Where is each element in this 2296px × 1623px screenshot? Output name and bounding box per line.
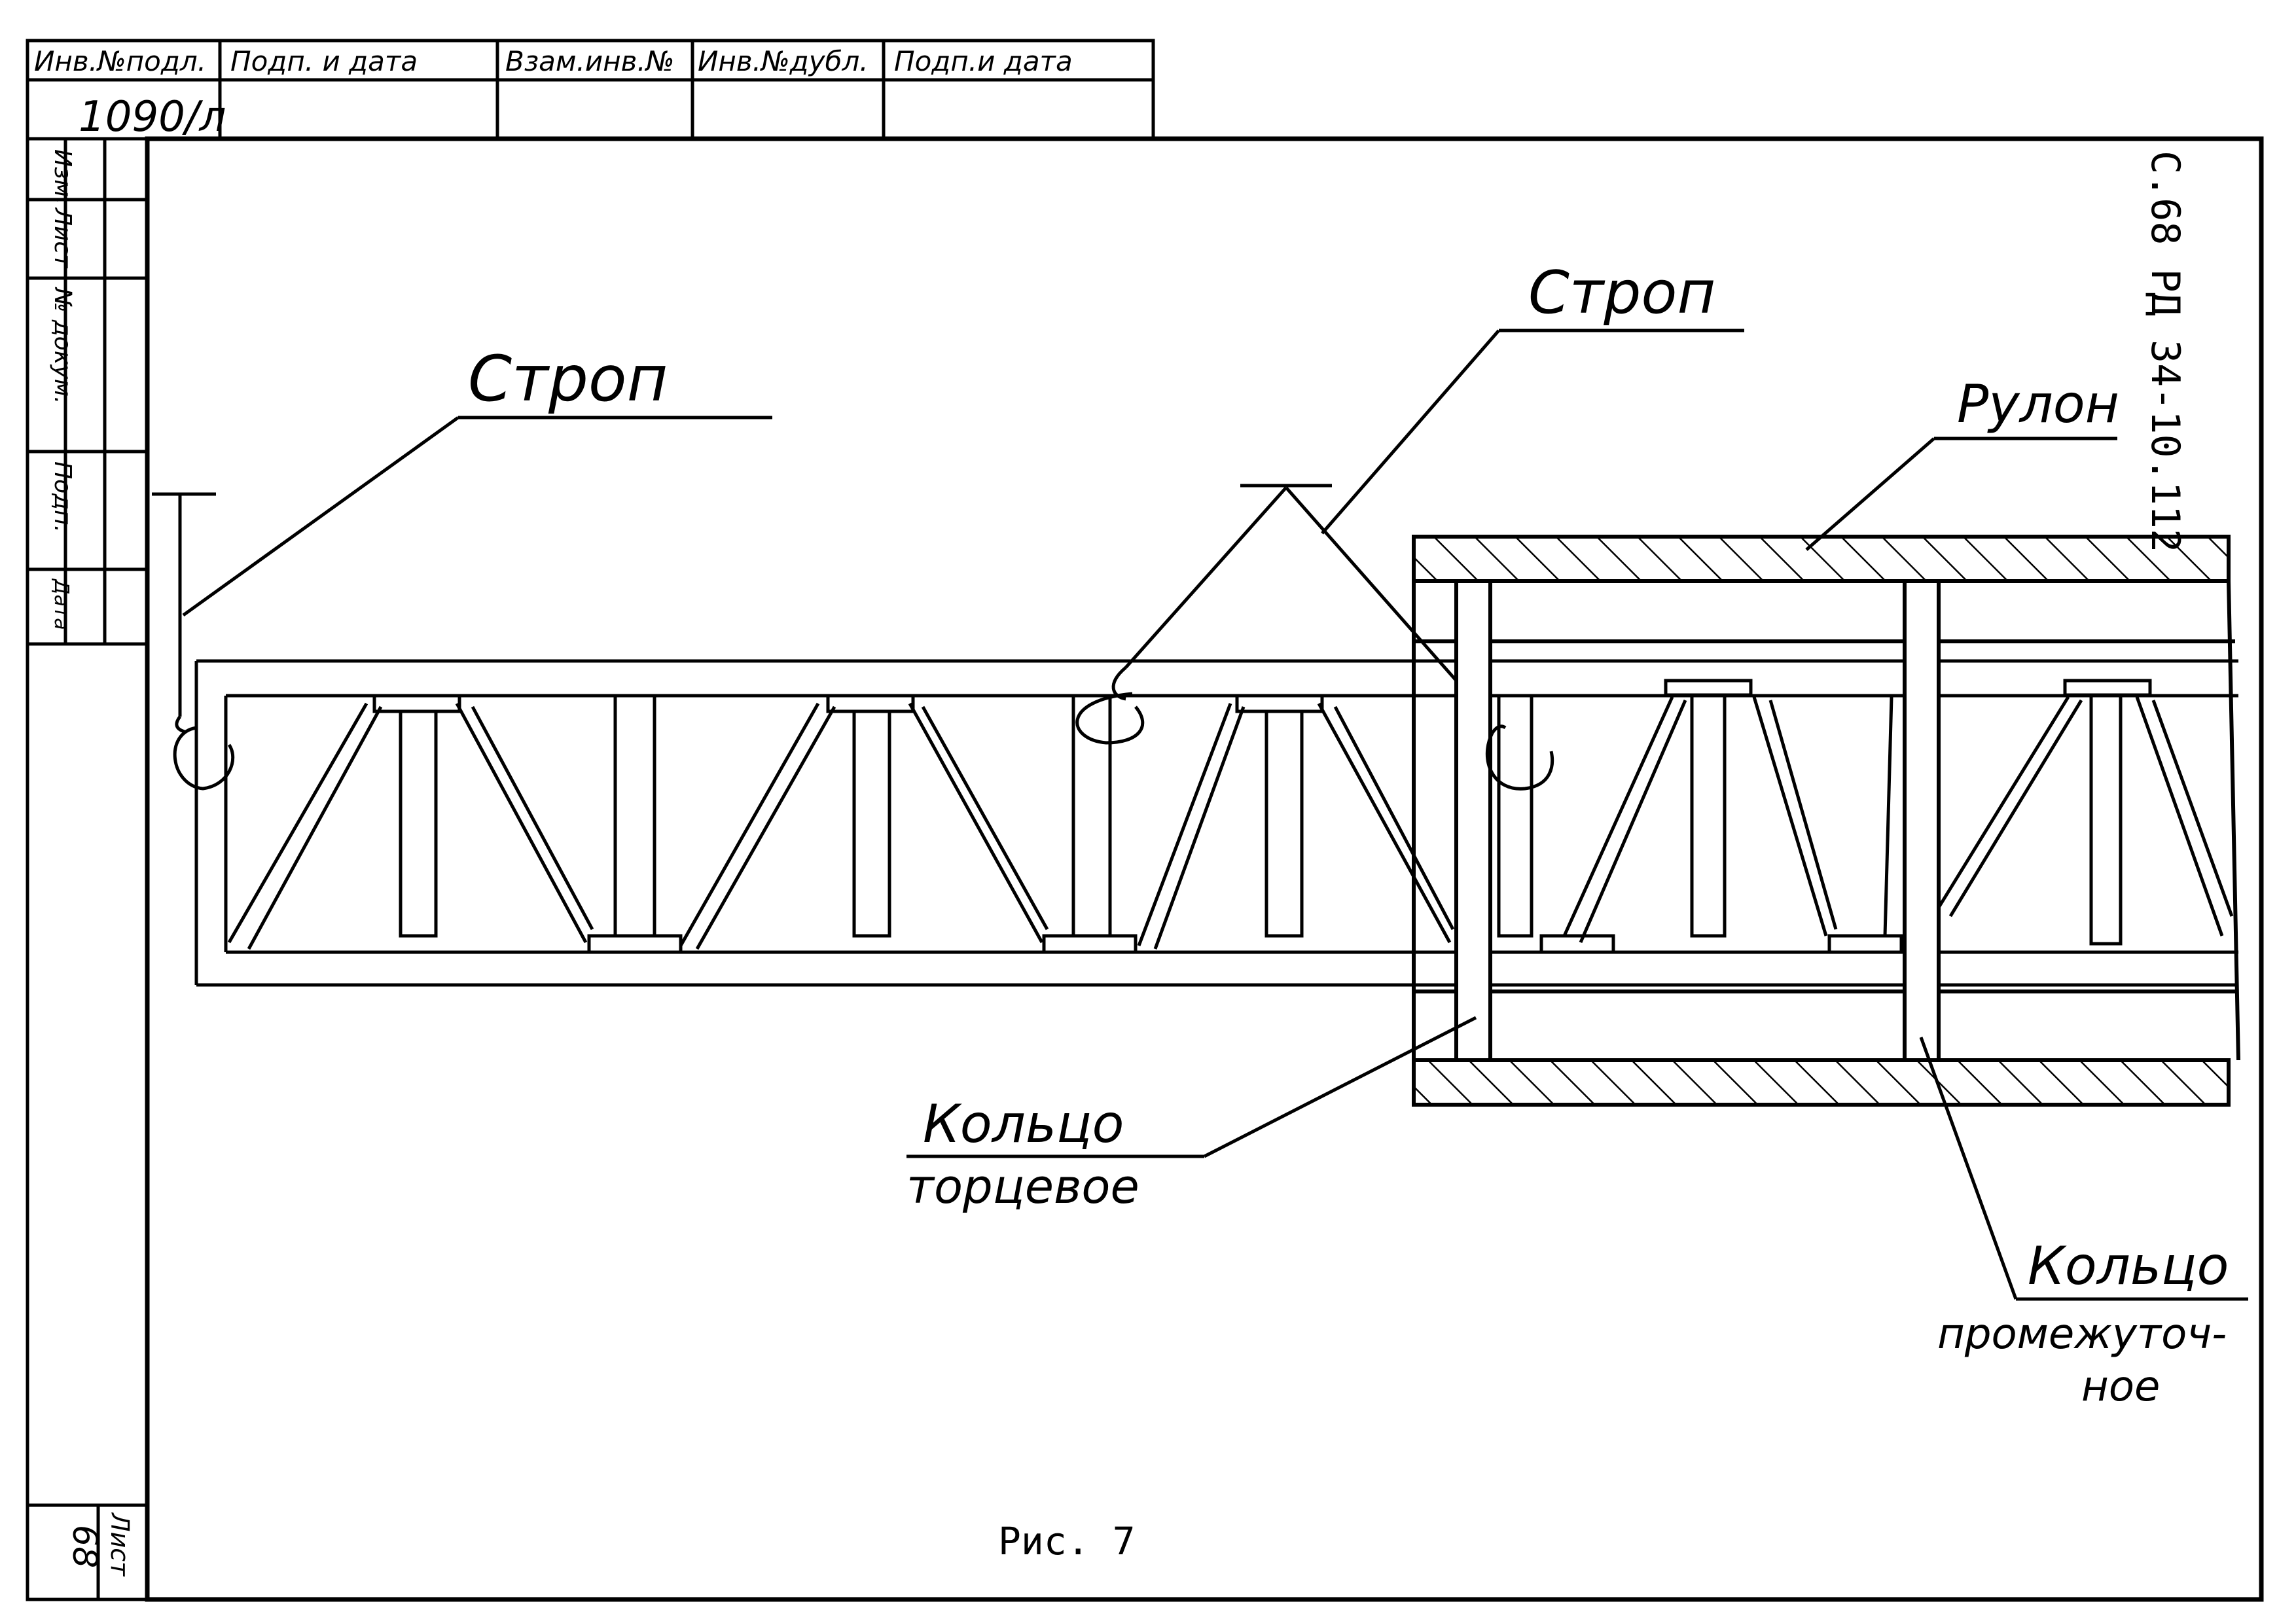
rev-label-doc-no: № докум. — [49, 287, 76, 404]
roll-inner-truss — [1497, 679, 2234, 954]
sling-left — [152, 492, 235, 791]
stamp-header-replace-inv: Взам.инв.№ — [505, 45, 674, 77]
stamp-inventory-number: 1090/л — [79, 93, 226, 141]
sheet-number: 68 — [65, 1525, 104, 1568]
roll — [1412, 535, 2240, 1107]
label-end-ring-1: Кольцо — [923, 1094, 1124, 1154]
roll-top-wall — [1412, 535, 2231, 583]
label-mid-ring-2: промежуточ- — [1937, 1310, 2227, 1359]
rev-label-signature: Подп. — [49, 461, 76, 533]
sling-center — [1075, 484, 1554, 936]
figure-caption: Рис. 7 — [998, 1519, 1136, 1563]
roll-bottom-wall — [1412, 1058, 2231, 1107]
revision-column — [26, 137, 149, 646]
stamp-header-sign-date: Подп. и дата — [230, 45, 418, 77]
stamp-header-inv-dup: Инв.№дубл. — [698, 45, 869, 77]
leader-lines — [182, 329, 2248, 1301]
intermediate-ring — [1903, 579, 1941, 1062]
end-ring — [1454, 579, 1492, 1062]
rev-label-change: Изм. — [49, 149, 76, 205]
rev-label-sheet: Лист — [49, 207, 76, 268]
label-mid-ring-1: Кольцо — [2028, 1236, 2229, 1296]
label-roll: Рулон — [1957, 374, 2119, 435]
label-strop-left: Строп — [468, 342, 668, 416]
left-margin-column — [26, 644, 149, 1601]
label-strop-right: Строп — [1528, 259, 1715, 327]
stamp-header-inv-orig: Инв.№подл. — [34, 45, 206, 77]
drawing-frame — [145, 136, 2264, 1602]
sheet-label: Лист — [105, 1512, 134, 1577]
rev-label-date: Дата — [50, 578, 73, 630]
stamp-header-sign-date-2: Подп.и дата — [894, 45, 1073, 77]
document-code: С.68 РД 34-10.112 — [2142, 151, 2188, 552]
label-end-ring-2: торцевое — [906, 1159, 1139, 1214]
label-mid-ring-3: ное — [2081, 1363, 2160, 1411]
